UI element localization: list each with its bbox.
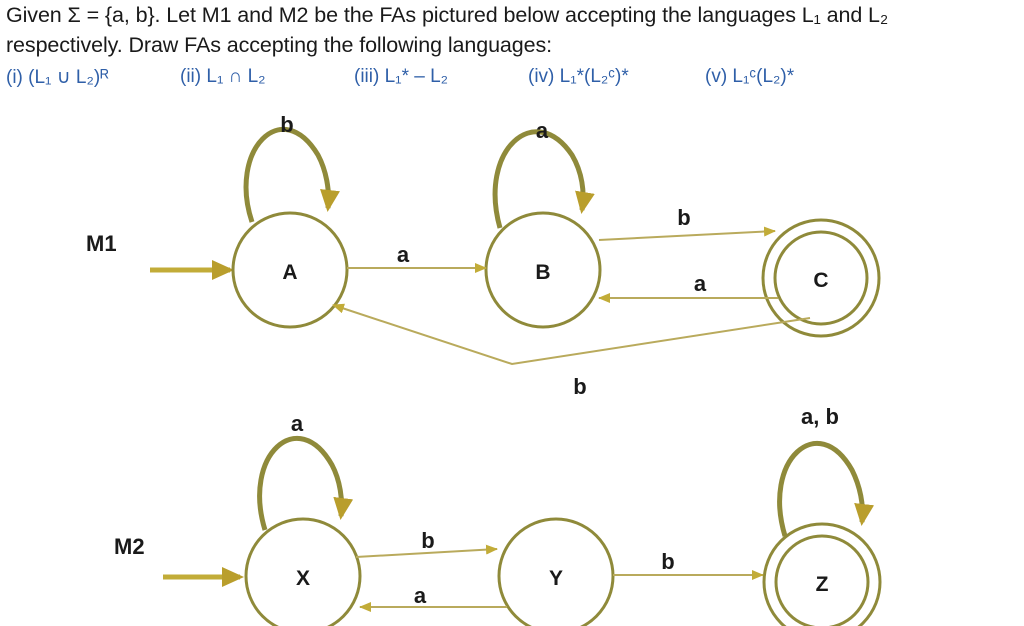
- m1-state-c: [761, 218, 881, 338]
- question-line-2: respectively. Draw FAs accepting the fol…: [6, 33, 553, 57]
- m2-loop-x: [257, 436, 354, 531]
- m1-edge-b-to-c-label: b: [677, 205, 690, 230]
- m1-state-a-label: A: [282, 261, 297, 284]
- m1-loop-a-label: b: [280, 112, 293, 137]
- part-iv: (iv) L₁*(L₂ᶜ)*: [528, 66, 629, 87]
- part-v: (v) L₁ᶜ(L₂)*: [705, 66, 795, 87]
- m1-state-a: [231, 211, 349, 329]
- m2-edge-y-to-x-label: a: [414, 583, 427, 608]
- m1-state-c-inner: [773, 230, 869, 326]
- m1-label: M1: [86, 231, 117, 256]
- m2-loop-x-label: a: [291, 411, 304, 436]
- m1-loop-a: [243, 127, 340, 223]
- m2-edge-x-to-y-label: b: [421, 528, 434, 553]
- part-i: (i) (L₁ ∪ L₂)ᴿ: [6, 67, 109, 88]
- part-iii: (iii) L₁* – L₂: [354, 66, 449, 87]
- m1-state-b-label: B: [535, 261, 550, 284]
- m2-state-z-inner: [774, 534, 870, 626]
- m1-state-c-label: C: [813, 269, 828, 292]
- m2-state-x-label: X: [296, 567, 310, 590]
- m2-label: M2: [114, 534, 145, 559]
- m1-loop-b: [492, 129, 595, 229]
- m1-edge-b-to-c: [598, 226, 776, 241]
- m2-state-x: [244, 517, 362, 626]
- m1-edge-c-to-b-label: a: [694, 271, 707, 296]
- m1-edge-a-to-b-label: a: [397, 242, 410, 267]
- m2-state-z-label: Z: [816, 573, 829, 596]
- m1-edge-c-to-a: [332, 303, 811, 366]
- m2-loop-z: [777, 441, 875, 537]
- m2-state-y-label: Y: [549, 567, 563, 590]
- m2-edge-x-to-y: [355, 544, 498, 558]
- m1-edge-c-to-a-label: b: [573, 374, 586, 399]
- m2-loop-z-label: a, b: [801, 404, 839, 429]
- part-ii: (ii) L₁ ∩ L₂: [180, 66, 266, 87]
- m2-state-z: [762, 522, 882, 626]
- m2-edge-y-to-z-label: b: [661, 549, 674, 574]
- question-line-1: Given Σ = {a, b}. Let M1 and M2 be the F…: [6, 3, 889, 27]
- m1-loop-b-label: a: [536, 118, 549, 143]
